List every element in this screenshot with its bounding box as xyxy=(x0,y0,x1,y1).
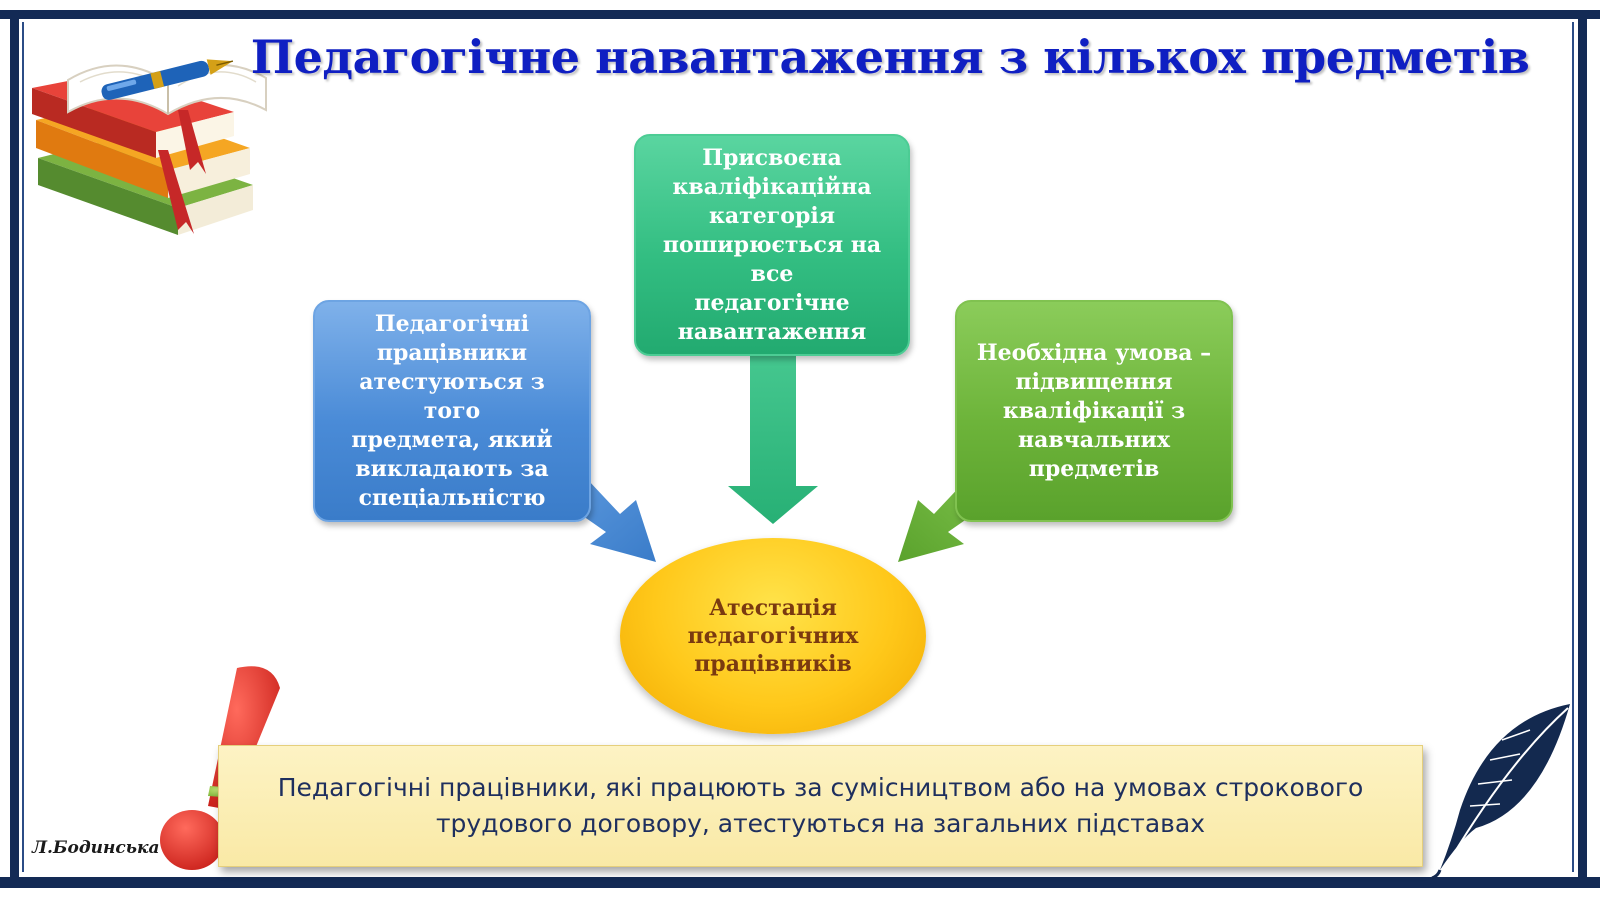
box-qualification-category: Присвоєна кваліфікаційна категорія пошир… xyxy=(634,134,910,356)
note-box: Педагогічні працівники, які працюють за … xyxy=(218,745,1423,867)
frame-inner-left xyxy=(22,22,24,872)
page-title: Педагогічне навантаження з кількох предм… xyxy=(250,30,1530,84)
frame-top xyxy=(0,10,1600,19)
box-required-condition: Необхідна умова – підвищення кваліфікаці… xyxy=(955,300,1233,522)
frame-left xyxy=(10,10,19,880)
frame-inner-right xyxy=(1572,22,1574,872)
box-attestation-subject: Педагогічні працівники атестуються з тог… xyxy=(313,300,591,522)
quill-icon xyxy=(1431,704,1570,880)
frame-right xyxy=(1578,10,1587,880)
arrow-down-icon xyxy=(728,356,818,524)
frame-bottom xyxy=(0,877,1600,888)
center-node-attestation: Атестація педагогічних працівників xyxy=(620,538,926,734)
fountain-pen-icon xyxy=(101,59,234,101)
signature: Л.Бодинська xyxy=(32,838,160,858)
books-icon xyxy=(32,63,267,235)
